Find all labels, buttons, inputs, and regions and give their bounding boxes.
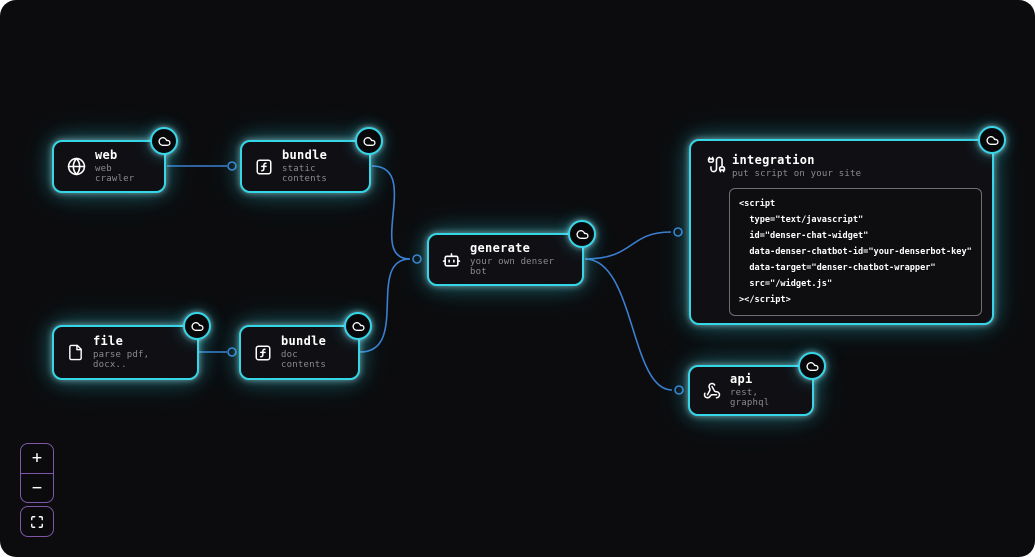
cloud-icon <box>157 136 171 146</box>
cloud-badge[interactable] <box>150 127 178 155</box>
node-integration[interactable]: integration put script on your site <scr… <box>689 126 1006 325</box>
cloud-icon <box>985 135 999 145</box>
embed-code-snippet: <script type="text/javascript" id="dense… <box>729 188 982 316</box>
node-subtitle: your own denser bot <box>470 257 555 277</box>
edge-generate-to-integration[interactable] <box>584 231 672 260</box>
edge-bundle-doc-to-generate[interactable] <box>359 258 411 353</box>
cloud-icon <box>805 361 819 371</box>
edge-generate-to-api[interactable] <box>584 258 673 391</box>
node-web[interactable]: web web crawler <box>52 127 178 193</box>
edge-target-handle[interactable] <box>673 227 683 237</box>
node-subtitle: static contents <box>282 164 327 184</box>
node-bundle-static[interactable]: bundle static contents <box>240 127 383 193</box>
node-title: generate <box>470 241 531 255</box>
node-generate[interactable]: generate your own denser bot <box>427 220 596 286</box>
cloud-badge[interactable] <box>344 312 372 340</box>
node-title: web <box>95 148 118 162</box>
edge-target-handle[interactable] <box>227 347 237 357</box>
node-bundle-doc[interactable]: bundle doc contents <box>239 312 372 380</box>
canvas-controls: + − <box>20 443 54 537</box>
edge-target-handle[interactable] <box>412 254 422 264</box>
fit-view-group <box>20 506 54 537</box>
cloud-icon <box>362 136 376 146</box>
file-icon <box>67 344 84 361</box>
zoom-control-group: + − <box>20 443 54 503</box>
code-line: data-denser-chatbot-id="your-denserbot-k… <box>739 247 972 257</box>
node-subtitle: rest, graphql <box>730 388 770 408</box>
fit-view-button[interactable] <box>21 507 53 536</box>
node-api[interactable]: api rest, graphql <box>688 352 826 416</box>
node-subtitle: parse pdf, docx.. <box>93 350 150 370</box>
plug-cable-icon <box>707 155 726 174</box>
cloud-badge[interactable] <box>798 352 826 380</box>
zoom-in-button[interactable]: + <box>21 444 53 473</box>
cloud-badge[interactable] <box>183 312 211 340</box>
code-line: src="/widget.js" <box>739 279 833 289</box>
edge-target-handle[interactable] <box>227 161 237 171</box>
function-icon <box>254 344 272 362</box>
node-title: integration <box>732 153 815 167</box>
node-title: file <box>93 334 124 348</box>
integration-header: integration put script on your site <box>707 154 976 179</box>
node-subtitle: doc contents <box>281 350 326 370</box>
node-title: api <box>730 372 753 386</box>
node-title: bundle <box>282 148 328 162</box>
zoom-out-button[interactable]: − <box>21 473 53 502</box>
cloud-icon <box>575 229 589 239</box>
node-file[interactable]: file parse pdf, docx.. <box>52 312 211 380</box>
code-line: <script <box>739 199 776 209</box>
cloud-icon <box>351 321 365 331</box>
edge-target-handle[interactable] <box>674 385 684 395</box>
webhook-icon <box>703 382 721 400</box>
robot-icon <box>442 250 461 269</box>
edge-bundle-static-to-generate[interactable] <box>371 165 411 260</box>
code-line: type="text/javascript" <box>739 215 864 225</box>
code-line: id="denser-chat-widget" <box>739 231 869 241</box>
cloud-badge[interactable] <box>568 220 596 248</box>
node-subtitle: put script on your site <box>732 169 862 179</box>
function-icon <box>255 158 273 176</box>
cloud-badge[interactable] <box>355 127 383 155</box>
code-line: ></script> <box>739 295 791 305</box>
cloud-badge[interactable] <box>978 126 1006 154</box>
node-subtitle: web crawler <box>95 164 135 184</box>
fit-view-icon <box>31 515 43 528</box>
cloud-icon <box>190 321 204 331</box>
globe-icon <box>67 157 86 176</box>
code-line: data-target="denser-chatbot-wrapper" <box>739 263 936 273</box>
node-title: bundle <box>281 334 327 348</box>
